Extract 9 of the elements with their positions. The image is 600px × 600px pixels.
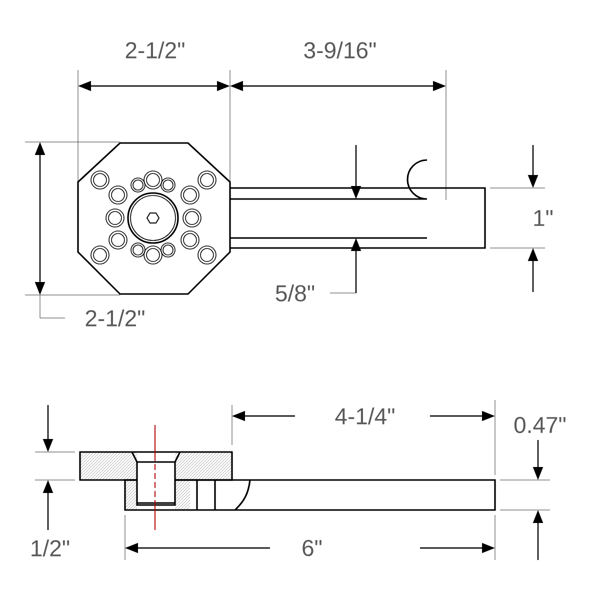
- dimension-label: 1": [534, 210, 552, 226]
- dimension-label: 0.47": [514, 416, 566, 434]
- dimension-label: 2-1/2": [86, 310, 144, 326]
- dimension-label: 4-1/4": [335, 408, 394, 424]
- dimension-label: 1/2": [32, 540, 70, 556]
- dimension-label: 3-9/16": [304, 42, 376, 58]
- dimension-label: 5/8": [276, 284, 314, 302]
- dimension-label: 2-1/2": [126, 42, 184, 58]
- dimension-label: 6": [302, 540, 322, 556]
